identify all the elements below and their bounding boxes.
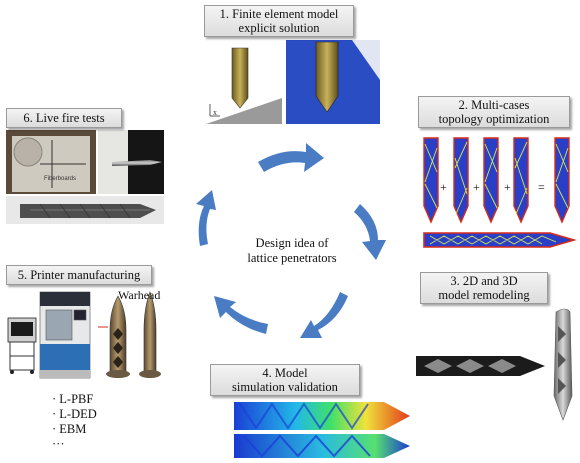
op-equals: = (538, 180, 545, 194)
arrow-bottom-left (214, 296, 268, 334)
arrow-bottom-right (300, 292, 348, 338)
topology-lattice (484, 143, 498, 209)
topology-penetrator (513, 137, 529, 224)
step-5-label: 5. Printer manufacturing (6, 265, 152, 285)
step-4-line2: simulation validation (232, 380, 338, 394)
fe-model-images (204, 40, 380, 124)
step-1-label: 1. Finite element model explicit solutio… (204, 5, 354, 37)
step-5-line1: 5. Printer manufacturing (17, 268, 141, 282)
live-fire-images (6, 130, 164, 224)
topology-penetrator (453, 137, 469, 224)
process-item: ··· (52, 437, 65, 451)
solid-warhead (143, 291, 157, 373)
topology-penetrator (423, 137, 439, 224)
topology-lattice (424, 143, 438, 209)
remodel-images (416, 308, 573, 421)
center-caption: Design idea of lattice penetrators (232, 236, 352, 266)
process-item: · L-DED (52, 407, 97, 421)
op-plus-2: + (473, 180, 480, 194)
target-label: Fiberboards (44, 176, 77, 182)
cycle-arrows (196, 143, 386, 338)
step-6-line1: 6. Live fire tests (23, 111, 105, 125)
step-3-line1: 3. 2D and 3D (450, 274, 518, 288)
arrow-top (258, 143, 324, 172)
topology-lattice (555, 143, 569, 209)
center-line2: lattice penetrators (247, 251, 337, 265)
printer-images (6, 286, 184, 386)
process-list: · L-PBF · L-DED · EBM ··· (52, 392, 97, 452)
step-2-label: 2. Multi-cases topology optimization (418, 96, 570, 128)
topology-penetrator (554, 137, 570, 224)
op-plus-3: + (504, 180, 511, 194)
op-plus-1: + (440, 180, 447, 194)
process-item: · L-PBF (52, 392, 94, 406)
arrow-left (196, 190, 216, 246)
fe-target-plate (206, 98, 282, 124)
step-4-label: 4. Model simulation validation (210, 364, 360, 396)
fe-projectile-large (315, 41, 339, 113)
industrial-printer (39, 291, 91, 379)
step-3-label: 3. 2D and 3D model remodeling (420, 272, 548, 304)
process-item: · EBM (52, 422, 87, 436)
fe-projectile-small (231, 47, 249, 109)
axis-label: x (213, 108, 217, 117)
topology-images (423, 137, 577, 248)
step-2-line2: topology optimization (438, 112, 550, 126)
arrow-right (354, 204, 386, 260)
topology-lattice (514, 141, 528, 215)
topology-penetrator (483, 137, 499, 224)
topology-lattice (454, 141, 468, 215)
remodel-3d (553, 308, 573, 421)
simulation-images (232, 396, 412, 458)
step-2-line1: 2. Multi-cases (458, 98, 530, 112)
step-1-line2: explicit solution (238, 21, 320, 35)
center-line1: Design idea of (255, 236, 329, 250)
sim-contour-1 (234, 402, 410, 430)
printed-warheads (98, 286, 184, 382)
step-4-line1: 4. Model (262, 366, 308, 380)
warhead-label: Warhead (118, 288, 161, 302)
topo-horizontal (423, 232, 577, 248)
step-1-line1: 1. Finite element model (219, 7, 339, 21)
step-3-line2: model remodeling (438, 288, 530, 302)
desktop-printer (7, 317, 37, 374)
step-6-label: 6. Live fire tests (6, 108, 122, 128)
